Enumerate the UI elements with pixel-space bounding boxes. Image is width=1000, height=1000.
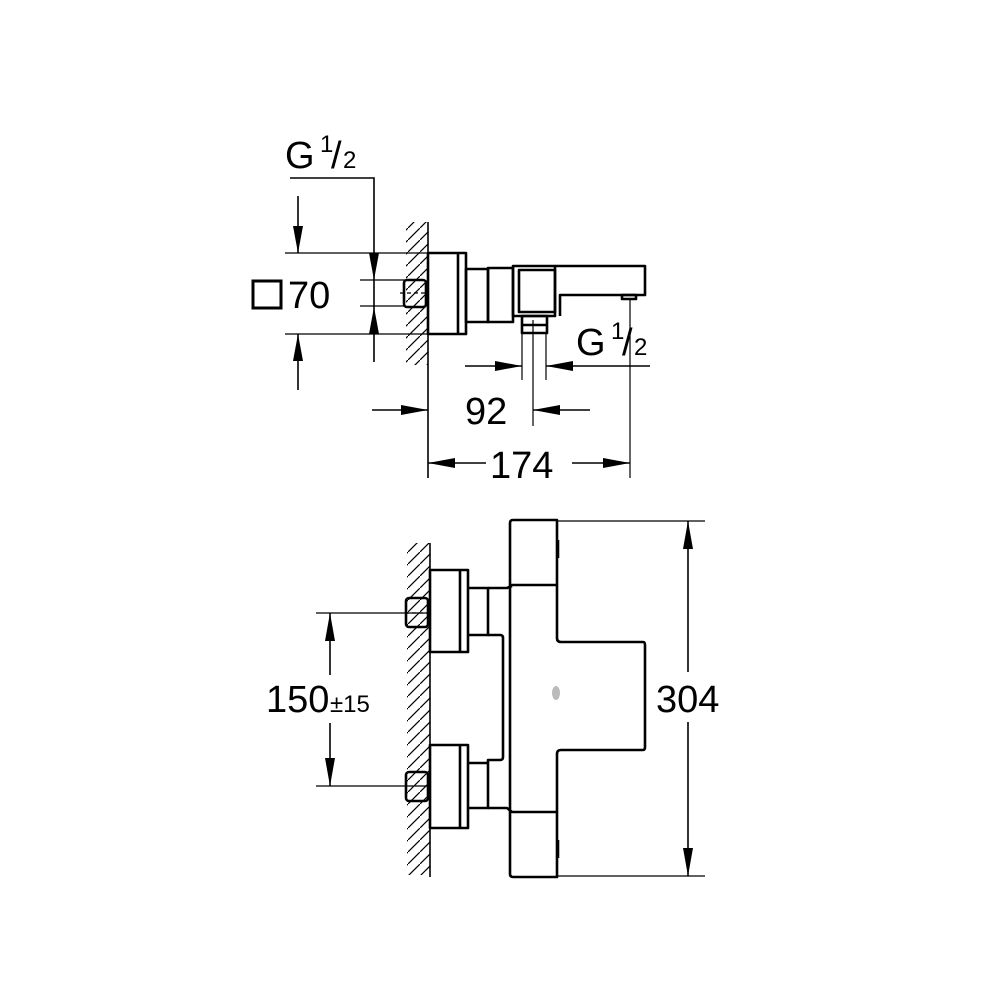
height-label: 304: [656, 679, 719, 721]
mixer-body-side: [464, 264, 647, 335]
inlet-thread-label: G 1 / 2: [285, 131, 356, 177]
thread-numerator: 1: [320, 131, 333, 158]
flange-top: [428, 568, 470, 654]
offset-92-dimension: 92: [372, 320, 590, 433]
thread-numerator: 1: [611, 318, 624, 345]
connectors: [468, 584, 513, 814]
thread-prefix: G: [285, 135, 315, 177]
thread-denominator: 2: [634, 334, 647, 361]
square-size-label: 70: [288, 275, 330, 317]
outlet-thread-label: G 1 / 2: [576, 318, 647, 364]
flange-bottom: [428, 743, 470, 830]
inlet-thread-dimension: [290, 177, 405, 362]
square-70-dimension: 70: [251, 196, 428, 390]
projection-174-dimension: 174: [428, 300, 631, 487]
mixer-body-front: [508, 518, 647, 879]
offset-label: 92: [465, 391, 507, 433]
inlet-nut-side: [400, 278, 428, 309]
inlet-spacing-dimension: 150 ±15: [266, 612, 430, 787]
height-304-dimension: 304: [557, 520, 719, 877]
thread-denominator: 2: [343, 147, 356, 174]
wall-side: [406, 222, 429, 478]
inlet-tolerance-label: ±15: [330, 691, 370, 718]
front-view: 150 ±15 304: [266, 518, 719, 879]
brand-logo-icon: [552, 686, 560, 700]
outlet-thread-dimension: [465, 333, 650, 380]
wall-front: [407, 543, 431, 877]
side-view: G 1 / 2 70 G 1 / 2: [251, 131, 650, 487]
projection-label: 174: [490, 445, 553, 487]
thread-slash: /: [331, 135, 342, 177]
flange-side: [426, 251, 468, 336]
square-symbol-icon: [251, 279, 283, 310]
thread-prefix: G: [576, 322, 606, 364]
inlet-spacing-label: 150: [266, 679, 329, 721]
thread-slash: /: [622, 322, 633, 364]
